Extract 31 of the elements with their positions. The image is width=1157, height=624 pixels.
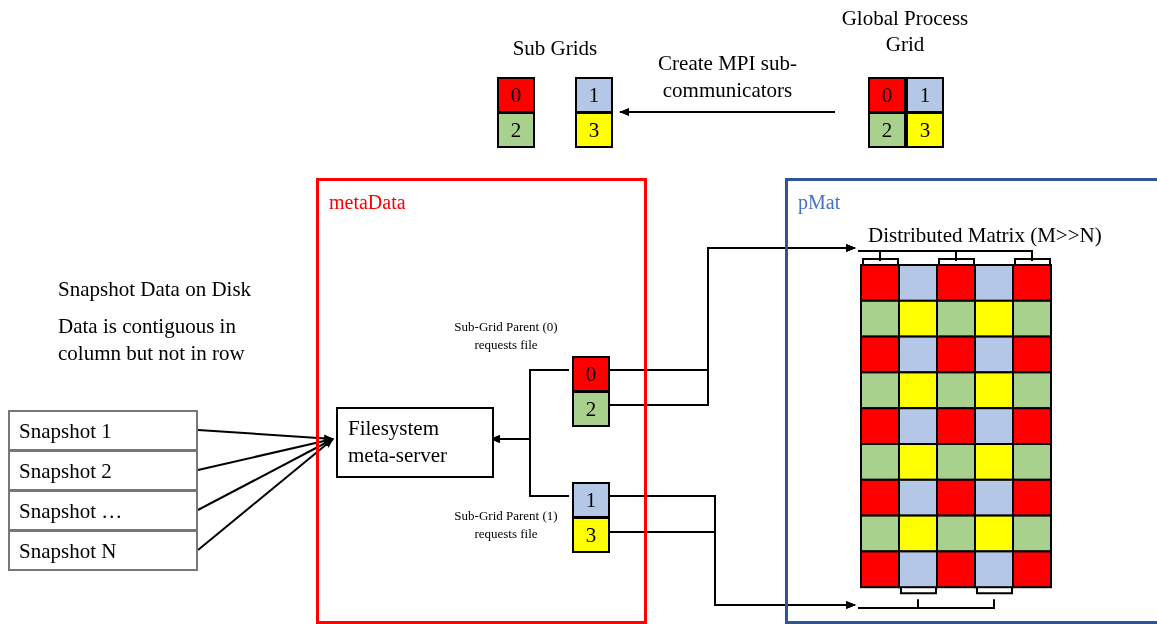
panel-title: metaData <box>329 191 406 214</box>
grid-cell: 2 <box>868 112 906 148</box>
grid-cell: 3 <box>572 517 610 553</box>
caption-text: Sub-Grid Parent (0) requests file <box>453 318 559 354</box>
note-text: Snapshot Data on Disk <box>58 276 253 303</box>
matrix-heading: Distributed Matrix (M>>N) <box>868 223 1102 248</box>
grid-cell: 0 <box>497 77 535 113</box>
arrow <box>197 438 334 551</box>
caption-text: Sub-Grid Parent (1) requests file <box>453 507 559 543</box>
snapshot-box: Snapshot … <box>8 490 198 531</box>
server-box: Filesystem meta-server <box>336 407 494 478</box>
grid-cell: 0 <box>868 77 906 113</box>
arrow <box>197 437 334 471</box>
grid-cell: 3 <box>906 112 944 148</box>
arrow <box>619 108 836 116</box>
grid-cell: 1 <box>906 77 944 113</box>
snapshot-box: Snapshot 2 <box>8 450 198 491</box>
note-text: Data is contiguous in column but not in row <box>58 313 246 368</box>
snapshot-box: Snapshot 1 <box>8 410 198 451</box>
grid-heading: Sub Grids <box>511 35 599 62</box>
grid-heading: Global Process Grid <box>840 5 970 58</box>
panel-title: pMat <box>798 191 841 214</box>
grid-cell: 0 <box>572 356 610 392</box>
matrix-panel <box>785 178 1157 624</box>
grid-cell: 1 <box>572 482 610 518</box>
grid-cell: 2 <box>497 112 535 148</box>
grid-cell: 2 <box>572 391 610 427</box>
metadata-panel <box>316 178 647 624</box>
snapshot-box: Snapshot N <box>8 530 198 571</box>
grid-cell: 3 <box>575 112 613 148</box>
grid-cell: 1 <box>575 77 613 113</box>
